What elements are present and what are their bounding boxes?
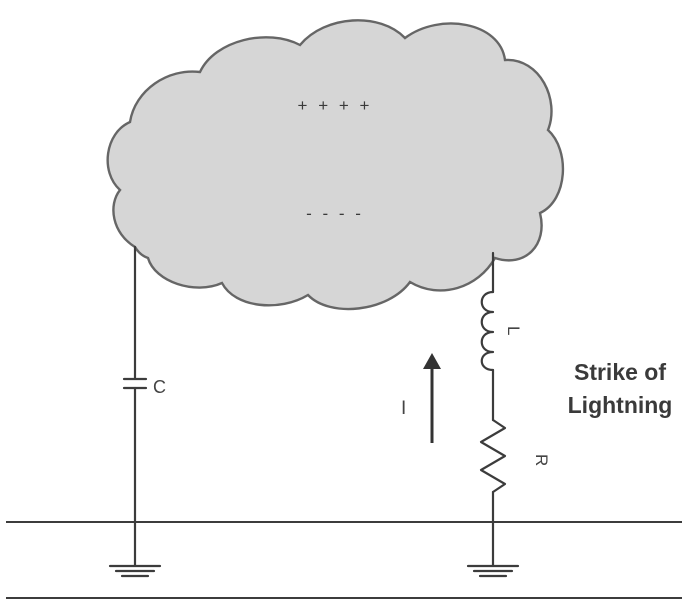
negative-charges: - - - - bbox=[306, 204, 364, 223]
capacitor-label: C bbox=[153, 377, 166, 397]
resistor-zigzag bbox=[479, 418, 507, 494]
caption-line-1: Strike of bbox=[574, 359, 666, 385]
current-arrow bbox=[423, 353, 441, 443]
positive-charges: + + + + bbox=[298, 96, 373, 115]
thundercloud bbox=[106, 19, 565, 311]
inductor-coil bbox=[480, 290, 495, 372]
inductor-label: L bbox=[504, 326, 523, 335]
capacitor-symbol bbox=[122, 377, 148, 390]
ground-symbol-left bbox=[108, 564, 162, 578]
caption-line-2: Lightning bbox=[568, 392, 673, 418]
resistor-label: R bbox=[532, 454, 551, 466]
current-label: I bbox=[401, 398, 406, 419]
ground-symbol-right bbox=[466, 564, 520, 578]
